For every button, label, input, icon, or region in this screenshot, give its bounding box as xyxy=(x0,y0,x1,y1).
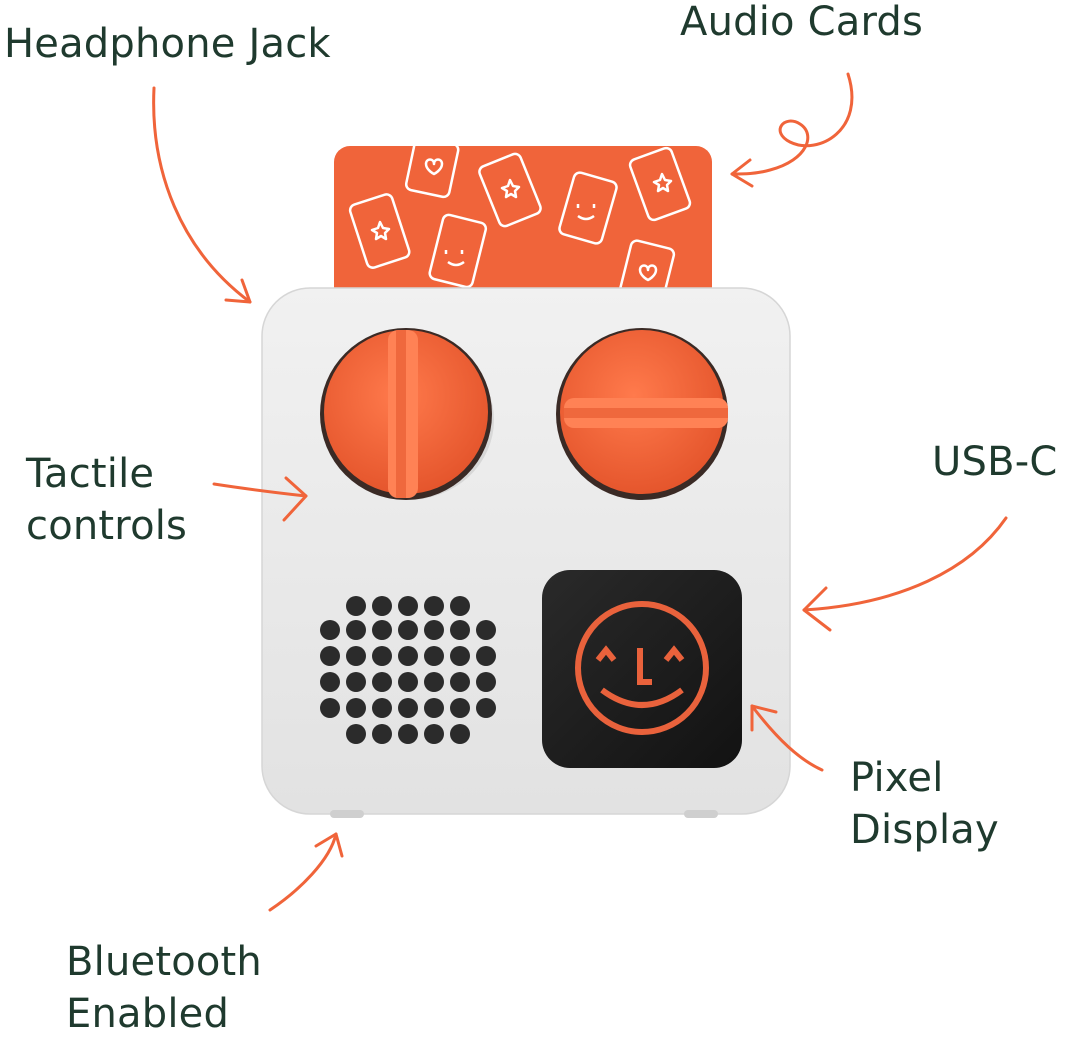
audio-cards-arrow xyxy=(730,72,854,188)
bluetooth-arrow xyxy=(268,832,344,912)
speaker-hole xyxy=(372,620,392,640)
tactile-controls-line2: controls xyxy=(26,503,188,549)
speaker-hole xyxy=(450,672,470,692)
speaker-hole xyxy=(320,698,340,718)
speaker-hole xyxy=(424,620,444,640)
speaker-hole xyxy=(424,672,444,692)
pixel-display-line2: Display xyxy=(850,807,999,853)
left-knob xyxy=(320,328,494,500)
speaker-hole xyxy=(346,596,366,616)
speaker-hole xyxy=(398,672,418,692)
audio-cards-label: Audio Cards xyxy=(680,0,923,48)
pixel-display-label: Pixel Display xyxy=(850,752,999,856)
usb-c-arrow xyxy=(802,516,1008,632)
speaker-hole xyxy=(450,596,470,616)
headphone-jack-text: Headphone Jack xyxy=(4,21,331,67)
speaker-hole xyxy=(346,672,366,692)
speaker-hole xyxy=(372,596,392,616)
speaker-hole xyxy=(320,620,340,640)
speaker-hole xyxy=(424,596,444,616)
speaker-hole xyxy=(346,620,366,640)
headphone-jack-arrow xyxy=(152,86,252,304)
speaker-hole xyxy=(346,724,366,744)
bluetooth-line1: Bluetooth xyxy=(66,939,262,985)
speaker-hole xyxy=(346,698,366,718)
speaker-hole xyxy=(450,646,470,666)
usb-c-text: USB-C xyxy=(932,439,1058,485)
speaker-hole xyxy=(450,620,470,640)
usb-c-label: USB-C xyxy=(932,436,1057,488)
speaker-hole xyxy=(476,672,496,692)
tactile-controls-arrow xyxy=(212,476,308,522)
speaker-hole xyxy=(398,620,418,640)
tactile-controls-line1: Tactile xyxy=(26,451,155,497)
speaker-hole xyxy=(320,672,340,692)
pixel-display-arrow xyxy=(750,704,824,772)
speaker-hole xyxy=(398,698,418,718)
speaker-hole xyxy=(372,672,392,692)
speaker-hole xyxy=(476,698,496,718)
speaker-hole xyxy=(476,646,496,666)
speaker-hole xyxy=(320,646,340,666)
speaker-hole xyxy=(424,646,444,666)
speaker-hole xyxy=(372,646,392,666)
speaker-hole xyxy=(372,724,392,744)
bluetooth-label: Bluetooth Enabled xyxy=(66,936,262,1040)
speaker-hole xyxy=(398,596,418,616)
speaker-hole xyxy=(346,646,366,666)
speaker-hole xyxy=(398,646,418,666)
audio-cards-text: Audio Cards xyxy=(680,0,924,45)
speaker-hole xyxy=(372,698,392,718)
headphone-jack-label: Headphone Jack xyxy=(4,18,331,70)
audio-card xyxy=(334,135,712,309)
speaker-hole xyxy=(424,698,444,718)
right-knob xyxy=(556,328,728,500)
pixel-display xyxy=(542,570,742,768)
speaker-hole xyxy=(424,724,444,744)
bluetooth-line2: Enabled xyxy=(66,991,230,1037)
speaker-hole xyxy=(398,724,418,744)
speaker-hole xyxy=(450,698,470,718)
speaker-hole xyxy=(476,620,496,640)
pixel-display-line1: Pixel xyxy=(850,755,944,801)
speaker-grille xyxy=(320,596,496,744)
tactile-controls-label: Tactile controls xyxy=(26,448,187,552)
speaker-hole xyxy=(450,724,470,744)
